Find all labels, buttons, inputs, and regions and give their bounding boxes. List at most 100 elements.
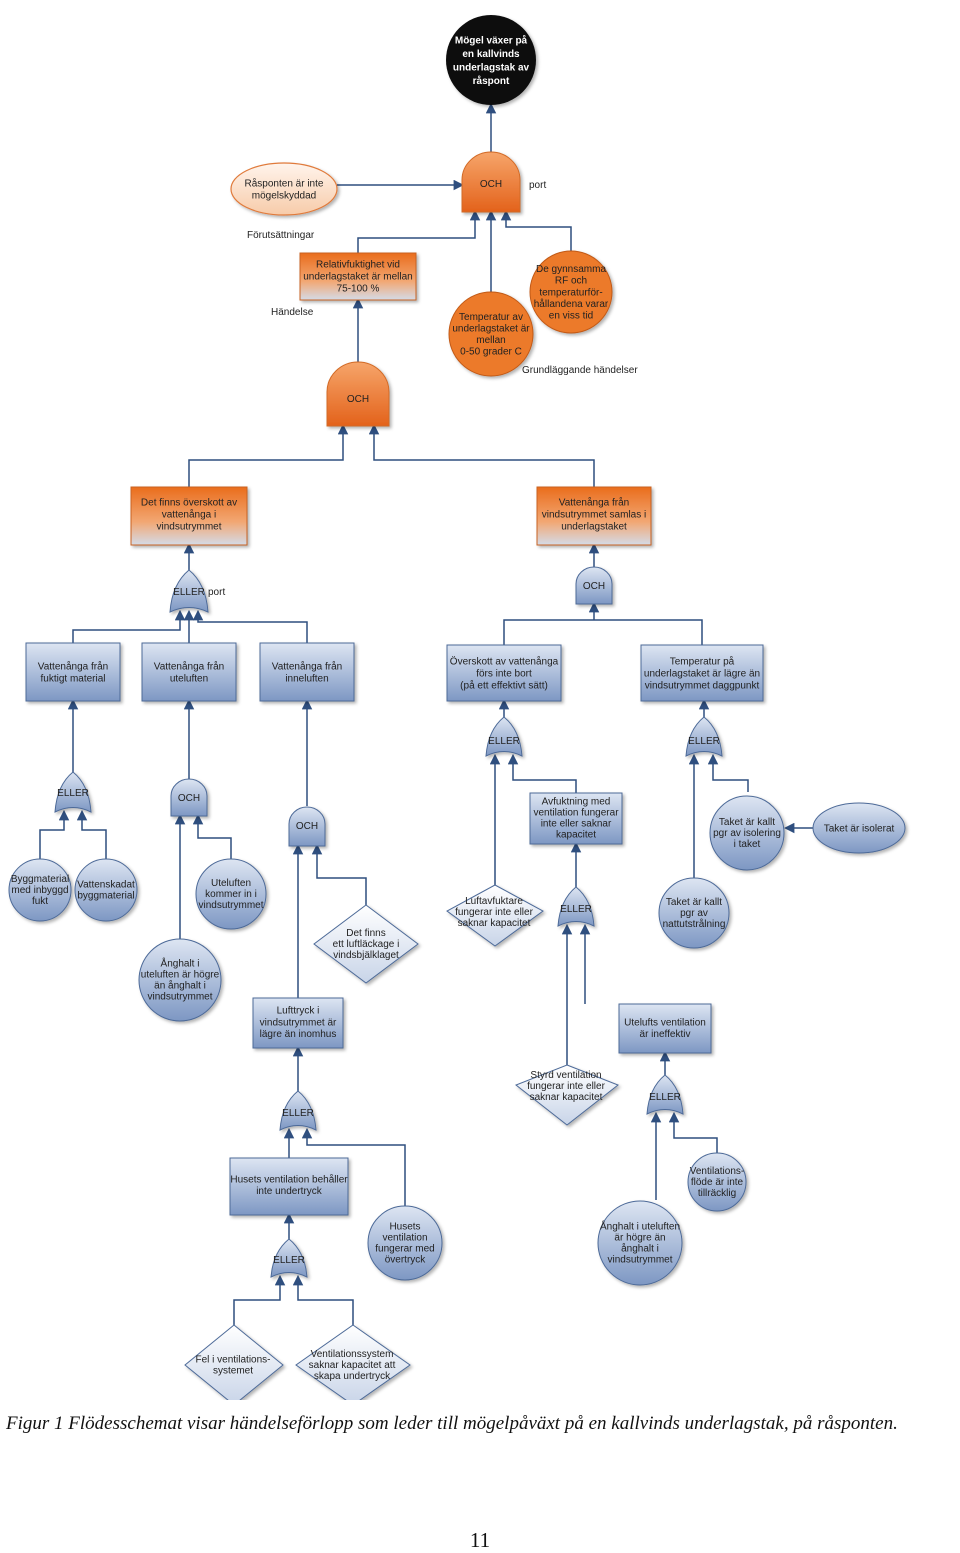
connector [233,1274,286,1325]
connector [192,609,308,643]
label-handelse: Händelse [271,307,314,318]
gate-mid-and: OCH [326,361,390,427]
connector [292,1274,354,1325]
gate-and-ute-label: OCH [178,793,200,804]
port-label-top: port [529,180,546,191]
page-number: 11 [469,1528,491,1552]
gate-or-left: ELLER [169,569,209,613]
gate-and-right-label: OCH [583,581,605,592]
condition-taket-isolerat: Taket är isolerat [812,802,906,854]
gate-and-inne: OCH [288,806,326,847]
gate-or-husets: ELLER [270,1238,308,1278]
connector [311,843,367,905]
gate-or-utelufts: ELLER [646,1074,684,1115]
connector [368,423,595,487]
connector [357,209,481,253]
gate-top-and: OCH [461,151,521,213]
undeveloped-fel-vent-text: Fel i ventilations-systemet [195,1355,270,1377]
connector [707,753,749,792]
label-forutsattningar: Förutsättningar [247,230,315,241]
gate-or-husets-label: ELLER [273,1255,305,1266]
gate-or-fukt: ELLER [54,771,92,813]
connector [188,423,349,487]
gate-or-left-label: ELLER [173,587,205,598]
connector [72,609,186,643]
connector [668,1111,718,1158]
connector [192,813,232,860]
gate-or-temp-label: ELLER [688,736,720,747]
figure-caption: Figur 1 Flödesschemat visar händelseförl… [6,1413,898,1434]
gate-or-forsbort: ELLER [485,716,523,757]
undeveloped-fel-vent-diamond: Fel i ventilations-systemet [184,1324,284,1400]
port-label-left: port [208,587,225,598]
condition-taket-isolerat-text: Taket är isolerat [824,823,895,834]
gate-or-temp: ELLER [685,716,723,757]
gate-or-avfuktning: ELLER [557,886,595,927]
gate-and-ute: OCH [170,778,208,817]
connectors [39,102,813,1325]
gate-or-fukt-label: ELLER [57,788,89,799]
connector [39,809,70,860]
gate-and-inne-label: OCH [296,821,318,832]
gate-or-lufttryck: ELLER [279,1090,317,1131]
connector [301,1127,406,1207]
connector [500,209,572,252]
gate-or-forsbort-label: ELLER [488,736,520,747]
gate-or-avfuktning-label: ELLER [560,904,592,915]
connector [503,619,703,645]
